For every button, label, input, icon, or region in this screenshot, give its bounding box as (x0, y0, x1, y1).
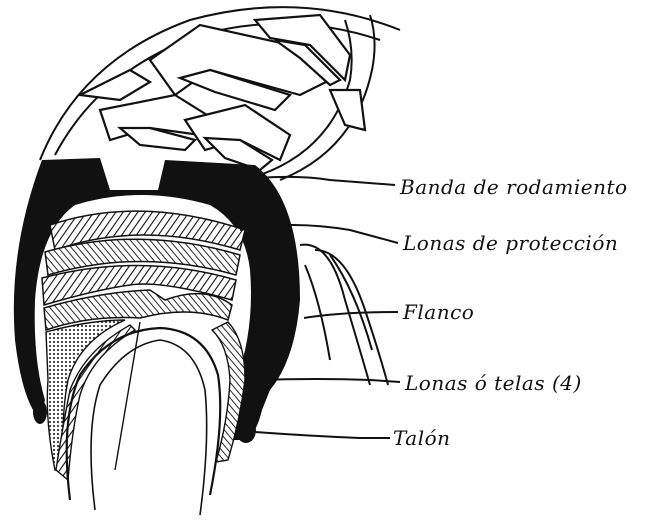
label-sidewall: Flanco (402, 300, 474, 324)
leader-bead (255, 432, 390, 438)
inner-tube (67, 328, 221, 500)
rim-spoke (115, 322, 140, 470)
protection-plies (42, 211, 245, 330)
label-tread: Banda de rodamiento (399, 175, 628, 199)
label-plies: Lonas ó telas (4) (404, 371, 582, 395)
leader-tread (258, 177, 395, 185)
rim-arcs (300, 245, 388, 385)
inner-tube-rib (91, 340, 207, 515)
label-protection-plies: Lonas de protección (402, 231, 618, 255)
label-bead: Talón (393, 426, 451, 450)
tread-blocks (80, 15, 365, 170)
